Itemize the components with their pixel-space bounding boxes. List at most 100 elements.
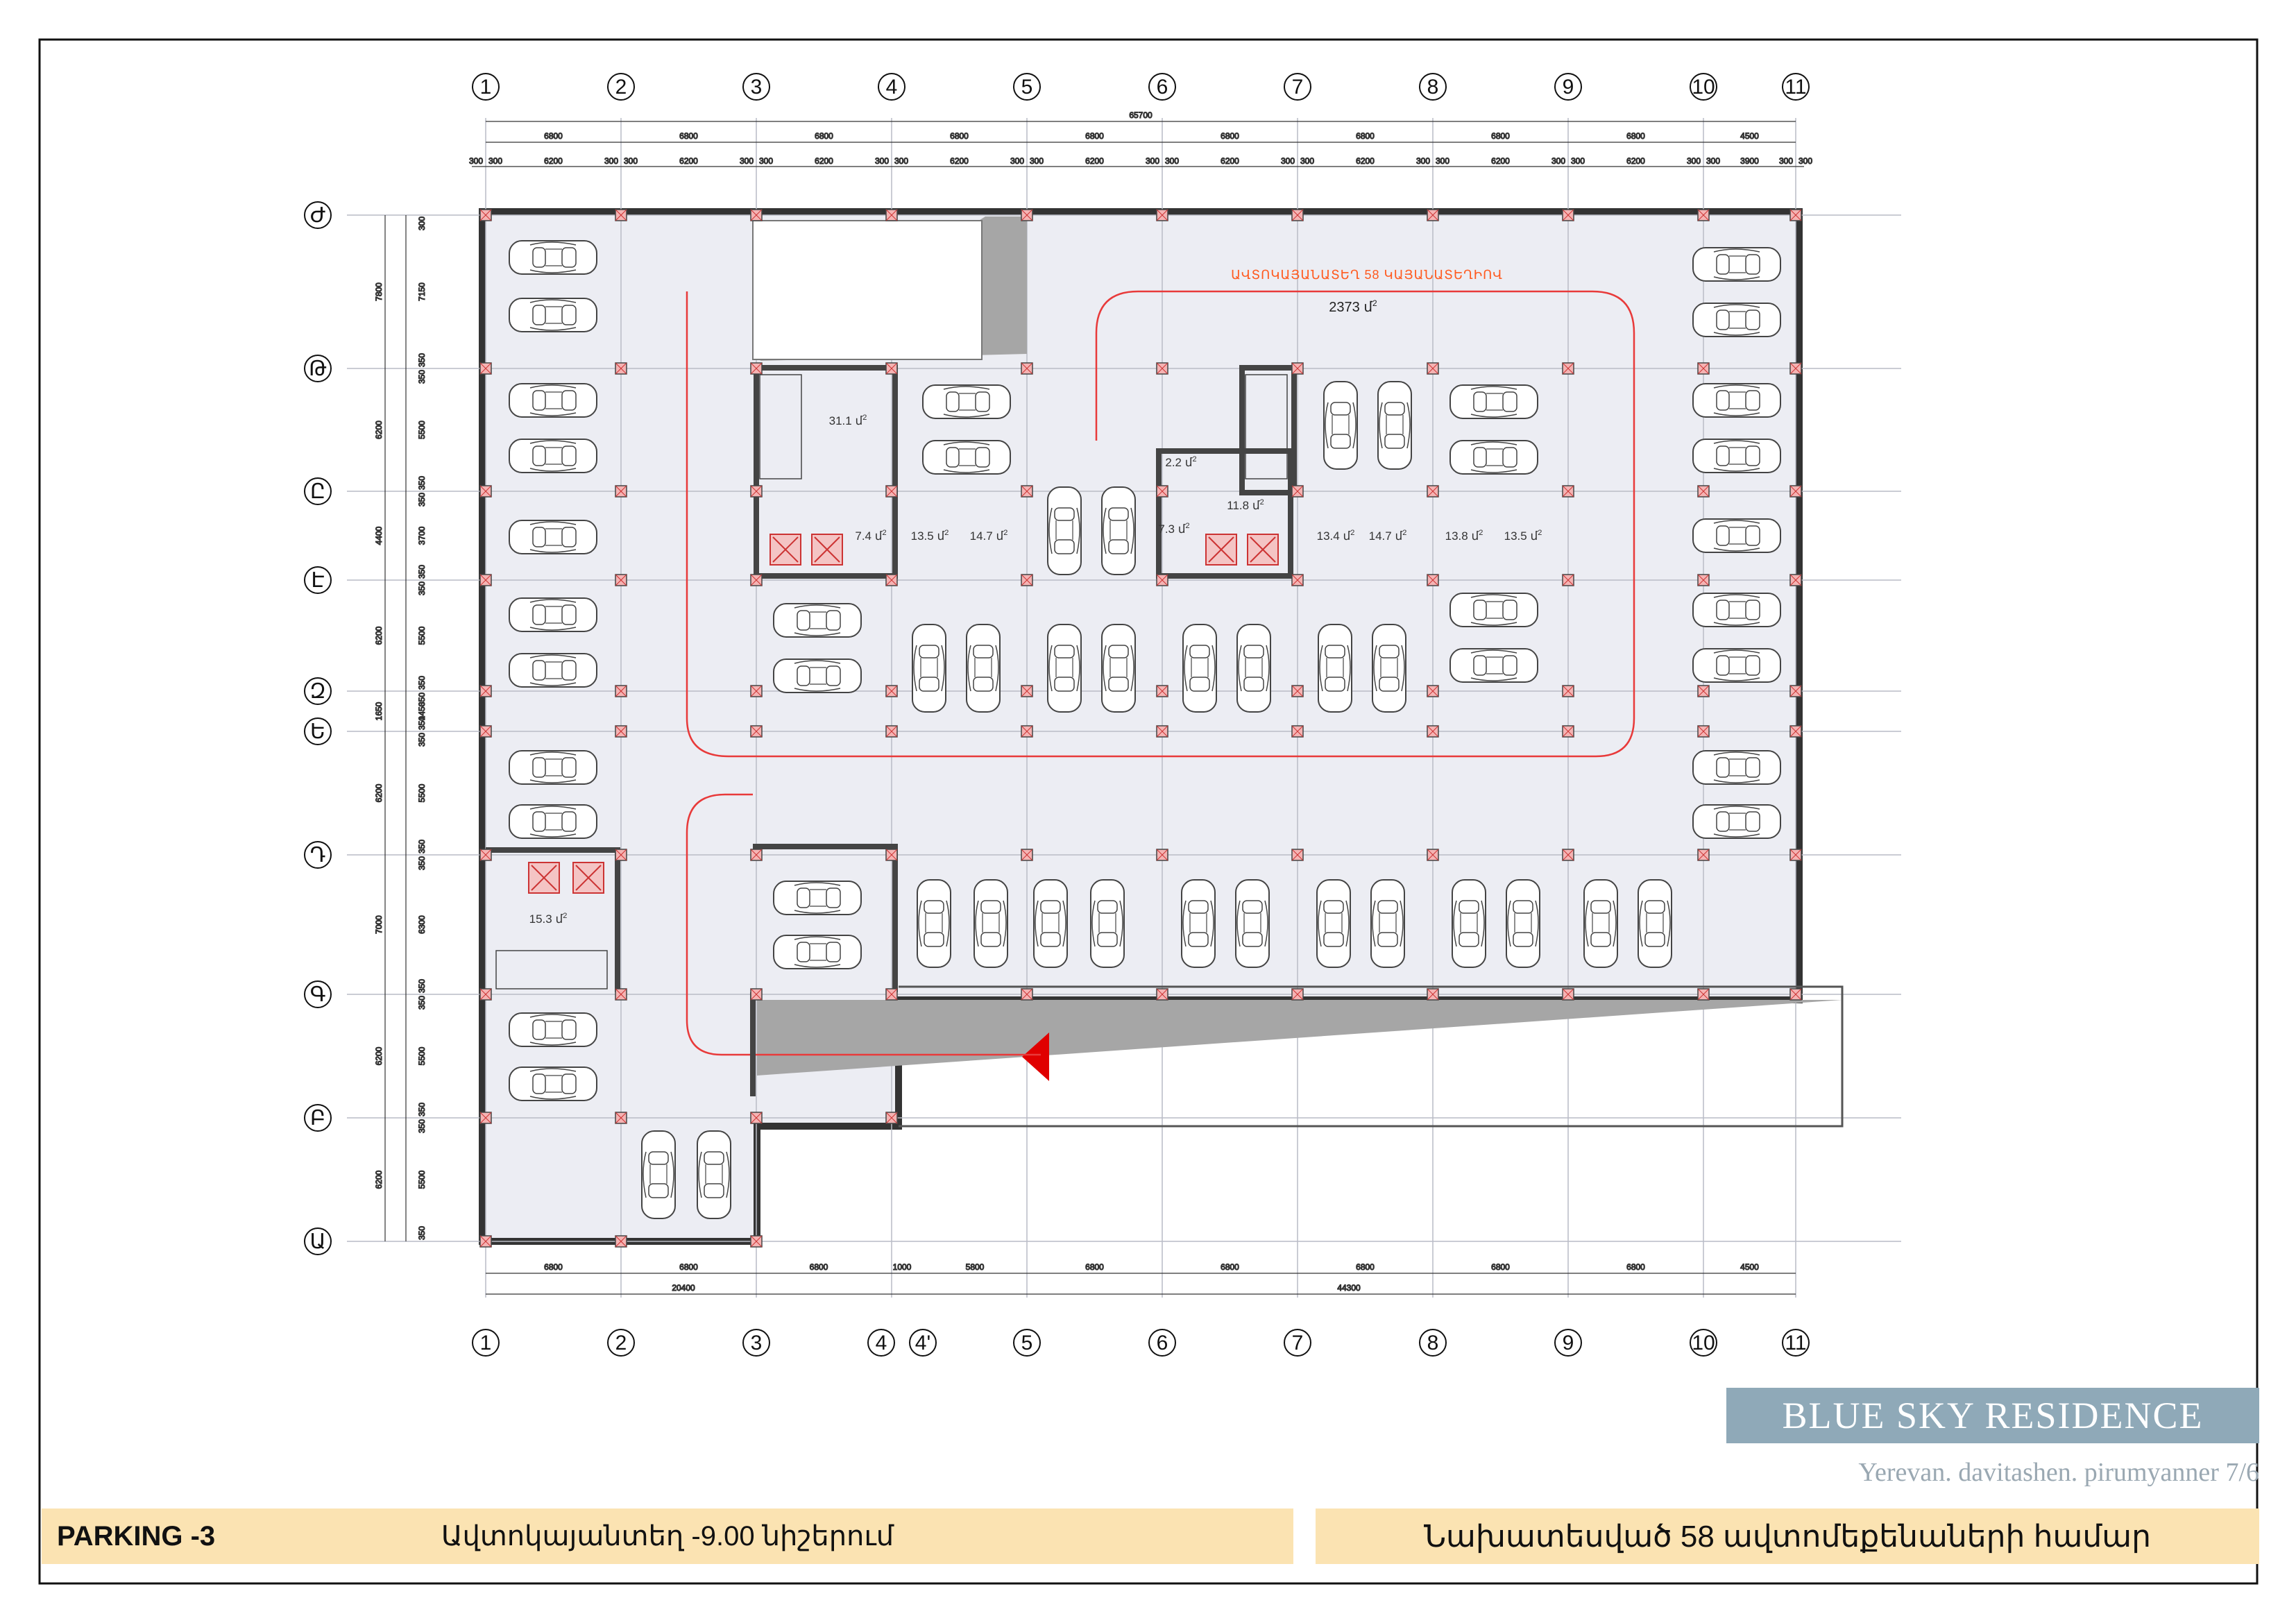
column-axis-top: 10	[1690, 73, 1717, 101]
project-title: BLUE SKY RESIDENCE	[1782, 1395, 2204, 1436]
axis-label: 8	[1427, 76, 1439, 99]
column-marker	[1789, 485, 1802, 498]
column-marker	[885, 988, 898, 1001]
dim-detail: 300	[604, 156, 618, 166]
column-marker	[1291, 209, 1304, 221]
column-marker	[1427, 574, 1439, 586]
column-marker	[1021, 574, 1033, 586]
dim-left-detail: 350	[417, 692, 427, 706]
dim-detail: 300	[1146, 156, 1159, 166]
dim-span: 6800	[950, 131, 969, 141]
column-marker	[1697, 362, 1710, 375]
dim-detail: 300	[1010, 156, 1024, 166]
room-area: 13.8 մ2	[1445, 529, 1483, 543]
dim-span: 6800	[1491, 131, 1510, 141]
dim-left: 6200	[374, 626, 384, 645]
column-marker	[1291, 362, 1304, 375]
column-marker	[1291, 574, 1304, 586]
dim-left-detail: 350	[417, 493, 427, 507]
dim-left: 6200	[374, 1046, 384, 1065]
column-marker	[885, 362, 898, 375]
column-marker	[1789, 988, 1802, 1001]
column-marker	[1697, 574, 1710, 586]
axis-label: 8	[1427, 1332, 1439, 1354]
column-marker	[1021, 988, 1033, 1001]
dim-left-detail: 5500	[417, 420, 427, 439]
dim-span-bottom: 4500	[1740, 1262, 1759, 1272]
column-marker	[1427, 362, 1439, 375]
column-marker	[615, 485, 627, 498]
column-marker	[1562, 685, 1574, 697]
room-area: 15.3 մ2	[529, 912, 568, 926]
column-marker	[1697, 685, 1710, 697]
column-marker	[1789, 574, 1802, 586]
column-marker	[615, 1112, 627, 1124]
column-marker	[750, 725, 763, 738]
sheet-border	[38, 38, 2259, 1585]
column-axis-top: 11	[1782, 73, 1810, 101]
column-marker	[1427, 209, 1439, 221]
dim-left-detail: 350	[417, 1226, 427, 1240]
parking-floor	[479, 208, 1803, 1245]
dim-left-detail: 350	[417, 353, 427, 367]
zone-area-value: 2373 մ	[1329, 300, 1372, 315]
axis-label: Ը	[310, 480, 325, 503]
column-marker	[750, 209, 763, 221]
dim-detail: 300	[1798, 156, 1812, 166]
dim-detail: 300	[624, 156, 638, 166]
axis-label: Թ	[309, 357, 327, 380]
axis-label: 7	[1292, 76, 1304, 99]
dim-detail: 300	[1687, 156, 1701, 166]
column-marker	[1156, 988, 1168, 1001]
row-axis: Է	[304, 566, 332, 594]
column-marker	[750, 362, 763, 375]
driving-route-south	[686, 793, 1041, 1056]
column-axis-top: 8	[1419, 73, 1447, 101]
dim-span: 4500	[1740, 131, 1759, 141]
axis-label: 3	[751, 76, 763, 99]
column-marker	[1562, 988, 1574, 1001]
project-title-box: BLUE SKY RESIDENCE	[1726, 1388, 2259, 1443]
dim-detail: 300	[1779, 156, 1793, 166]
column-marker	[1697, 209, 1710, 221]
column-marker	[1789, 849, 1802, 861]
dim-left-detail: 350	[417, 1103, 427, 1116]
entrance-ramp	[757, 1000, 1842, 1076]
column-marker	[1156, 725, 1168, 738]
dim-span: 6800	[1221, 131, 1239, 141]
stair-symbol	[495, 374, 1288, 989]
axis-label: 11	[1785, 1332, 1806, 1354]
axis-label: 4'	[915, 1332, 930, 1354]
room-area: 7.4 մ2	[855, 529, 886, 543]
column-marker	[479, 1235, 492, 1248]
axis-label: Գ	[310, 983, 326, 1006]
dim-span-bottom: 6800	[1085, 1262, 1104, 1272]
column-marker	[615, 362, 627, 375]
dim-detail: 300	[875, 156, 889, 166]
dim-left-detail: 5500	[417, 1046, 427, 1065]
capacity-text: Նախատեսված 58 ավտոմեքենաների համար	[1423, 1519, 2152, 1554]
column-axis-top: 3	[742, 73, 770, 101]
column-axis-bottom: 3	[742, 1329, 770, 1357]
column-marker	[615, 685, 627, 697]
dim-detail: 300	[488, 156, 502, 166]
column-marker	[1156, 485, 1168, 498]
column-marker	[1697, 725, 1710, 738]
column-marker	[1291, 685, 1304, 697]
dim-detail: 300	[1165, 156, 1179, 166]
column-marker	[1789, 362, 1802, 375]
axis-label: 1	[480, 76, 492, 99]
column-marker	[1427, 849, 1439, 861]
column-marker	[1156, 362, 1168, 375]
column-marker	[885, 1112, 898, 1124]
axis-label: 2	[615, 1332, 627, 1354]
column-marker	[1291, 485, 1304, 498]
column-marker	[1156, 574, 1168, 586]
dim-detail: 300	[1551, 156, 1565, 166]
column-marker	[885, 849, 898, 861]
row-axis: Դ	[304, 841, 332, 869]
dim-detail: 300	[1706, 156, 1720, 166]
room-area: 13.5 մ2	[1504, 529, 1542, 543]
